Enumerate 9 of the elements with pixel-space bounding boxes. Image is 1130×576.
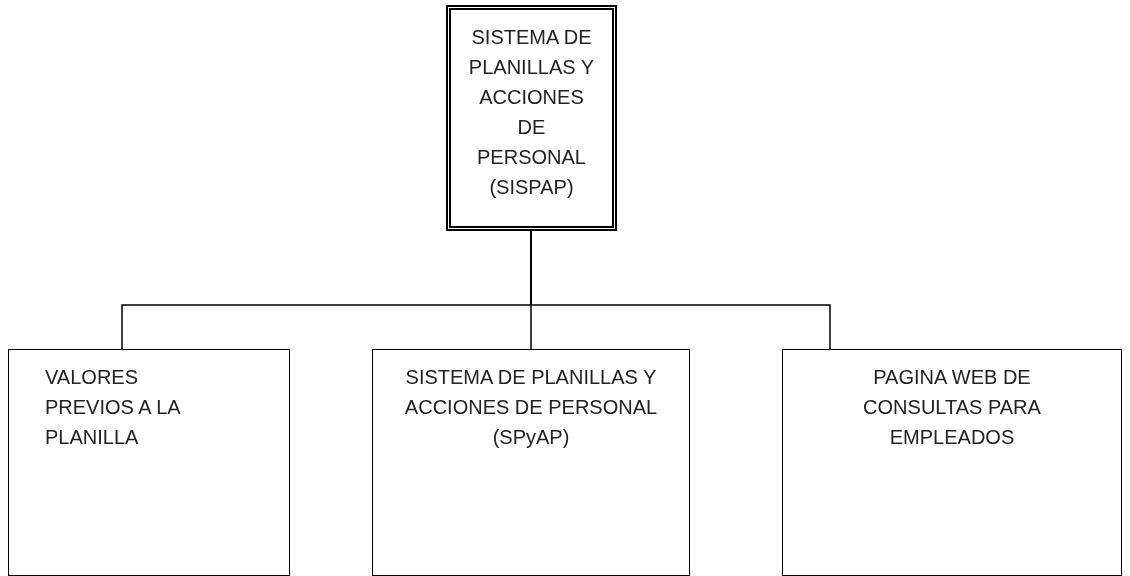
box-label: VALORES PREVIOS A LA PLANILLA (45, 365, 182, 450)
box-label: SISTEMA DE PLANILLAS Y ACCIONES DE PERSONAL (SISPAP) (467, 25, 596, 200)
connector-line (530, 230, 831, 350)
box-label: SISTEMA DE PLANILLAS Y ACCIONES DE PERSONAL (SPyAP) (403, 365, 659, 450)
org-box (372, 349, 690, 576)
box-label: PAGINA WEB DE CONSULTAS PARA EMPLEADOS (862, 365, 1042, 450)
org-box (446, 5, 617, 231)
org-box (782, 349, 1122, 576)
org-box (8, 349, 290, 576)
